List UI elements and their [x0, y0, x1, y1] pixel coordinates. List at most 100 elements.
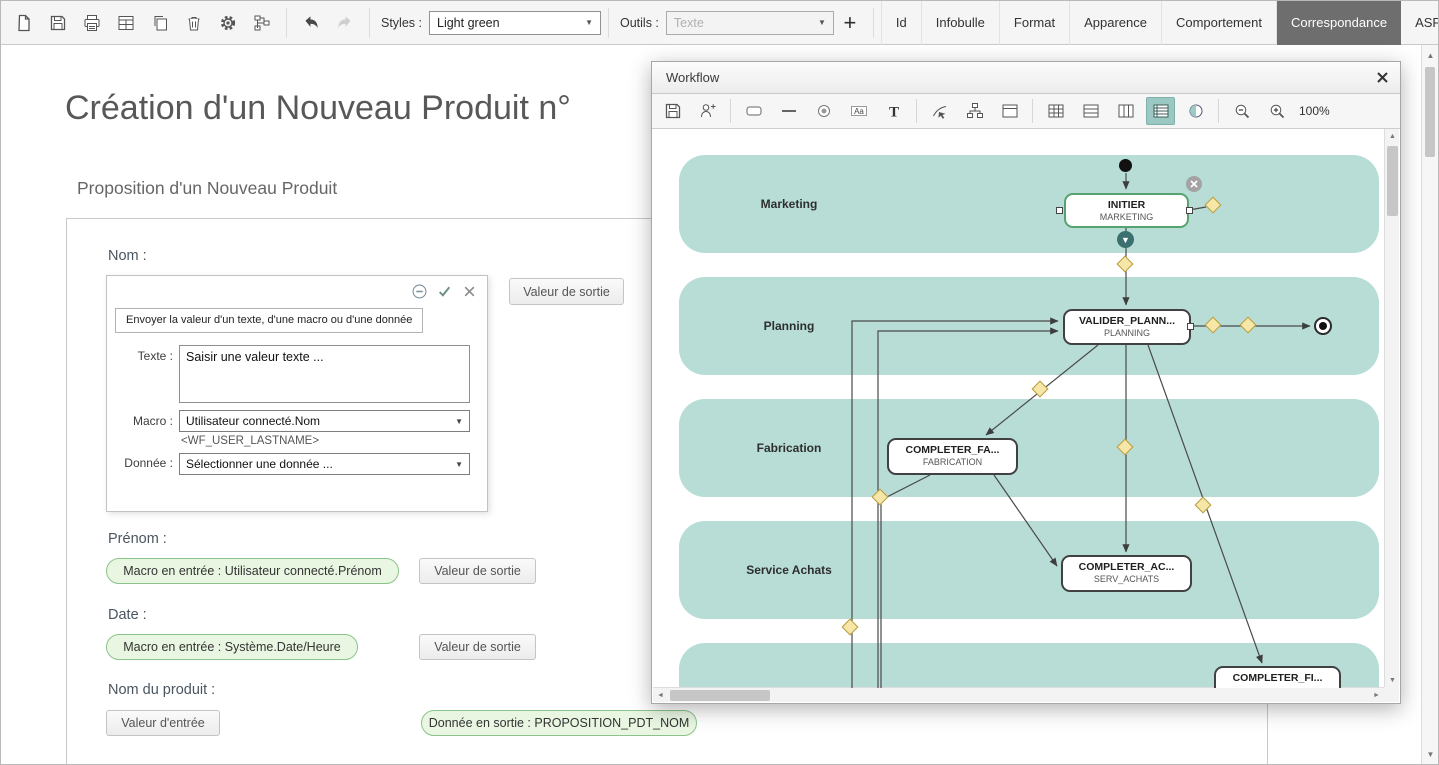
date-label: Date : [108, 607, 147, 623]
workflow-title: Workflow [666, 70, 720, 85]
redo-icon[interactable] [328, 6, 362, 40]
tab-comportement[interactable]: Comportement [1162, 1, 1277, 45]
scroll-right-icon[interactable]: ► [1373, 692, 1380, 699]
add-actor-icon[interactable] [693, 97, 722, 125]
columns-icon[interactable] [1111, 97, 1140, 125]
macro-value: Utilisateur connecté.Nom [186, 414, 321, 428]
check-icon[interactable] [437, 284, 452, 299]
end-node[interactable] [1314, 317, 1332, 335]
zoom-level: 100% [1299, 104, 1330, 118]
lane-marketing[interactable]: Marketing [679, 155, 1379, 253]
scroll-down-icon[interactable]: ▼ [1426, 749, 1435, 759]
editor-actions [412, 284, 477, 299]
nom-label: Nom : [108, 248, 147, 264]
node-title: COMPLETER_AC... [1078, 561, 1175, 573]
styles-label: Styles : [381, 15, 422, 30]
scroll-thumb[interactable] [670, 690, 770, 701]
label-icon[interactable]: Aa [844, 97, 873, 125]
layout-grid-icon[interactable] [109, 6, 143, 40]
outils-label: Outils : [620, 15, 659, 30]
trash-icon[interactable] [177, 6, 211, 40]
prenom-output-button[interactable]: Valeur de sortie [419, 558, 536, 584]
lane-service-achats[interactable]: Service Achats [679, 521, 1379, 619]
zoom-in-icon[interactable] [1262, 97, 1291, 125]
date-output-button[interactable]: Valeur de sortie [419, 634, 536, 660]
tab-correspondance[interactable]: Correspondance [1276, 1, 1402, 45]
produit-input-button[interactable]: Valeur d'entrée [106, 710, 220, 736]
toolbar-separator [369, 7, 370, 38]
cancel-badge-icon[interactable] [1186, 176, 1202, 192]
main-toolbar: Styles : Light green ▼ Outils : Texte ▼ … [1, 1, 1438, 45]
start-node[interactable] [1119, 159, 1132, 172]
donnee-select[interactable]: Sélectionner une donnée ... ▼ [179, 453, 470, 475]
texte-label: Texte : [137, 349, 173, 363]
rectangle-icon[interactable] [739, 97, 768, 125]
connection-handle[interactable] [1056, 207, 1063, 214]
radio-icon[interactable] [809, 97, 838, 125]
connection-handle[interactable] [1187, 323, 1194, 330]
svg-text:Aa: Aa [854, 107, 864, 116]
line-icon[interactable] [774, 97, 803, 125]
scroll-thumb[interactable] [1387, 146, 1398, 216]
panel-icon[interactable] [995, 97, 1024, 125]
zoom-out-icon[interactable] [1227, 97, 1256, 125]
chevron-down-icon: ▼ [455, 459, 463, 469]
lane-fabrication[interactable]: Fabrication [679, 399, 1379, 497]
tab-infobulle[interactable]: Infobulle [922, 1, 1000, 45]
editor-tab[interactable]: Envoyer la valeur d'un texte, d'une macr… [115, 308, 424, 333]
tab-format[interactable]: Format [1000, 1, 1071, 45]
produit-data-pill[interactable]: Donnée en sortie : PROPOSITION_PDT_NOM [421, 710, 697, 736]
date-macro-pill[interactable]: Macro en entrée : Système.Date/Heure [106, 634, 358, 660]
nom-output-button[interactable]: Valeur de sortie [509, 278, 624, 305]
save-icon[interactable] [658, 97, 687, 125]
new-document-icon[interactable] [7, 6, 41, 40]
tab-aspnet[interactable]: ASP.NET [1401, 1, 1438, 45]
undo-icon[interactable] [294, 6, 328, 40]
add-button[interactable]: + [843, 9, 857, 35]
list-icon[interactable] [1146, 97, 1175, 125]
page-title: Création d'un Nouveau Produit n° [65, 89, 571, 127]
tab-apparence[interactable]: Apparence [1070, 1, 1162, 45]
scrollbar-corner [1384, 687, 1399, 702]
close-icon[interactable] [1377, 72, 1388, 83]
outils-select[interactable]: Texte ▼ [665, 10, 834, 35]
page-scrollbar[interactable]: ▲ ▼ [1421, 45, 1438, 764]
scroll-left-icon[interactable]: ◄ [657, 692, 664, 699]
toolbar-separator [286, 7, 287, 38]
save-icon[interactable] [41, 6, 75, 40]
lane-label: Planning [763, 319, 815, 333]
close-icon[interactable] [462, 284, 477, 299]
node-subtitle: FABRICATION [922, 457, 983, 467]
gear-icon[interactable] [211, 6, 245, 40]
node-title: COMPLETER_FI... [1232, 672, 1323, 684]
node-completer-achats[interactable]: COMPLETER_AC... SERV_ACHATS [1061, 555, 1192, 592]
macro-select[interactable]: Utilisateur connecté.Nom ▼ [179, 410, 470, 432]
ellipse-icon[interactable] [1181, 97, 1210, 125]
node-completer-fi[interactable]: COMPLETER_FI... [1214, 666, 1341, 688]
node-valider-planning[interactable]: VALIDER_PLANN... PLANNING [1063, 309, 1191, 345]
copy-icon[interactable] [143, 6, 177, 40]
node-initier[interactable]: INITIER MARKETING [1064, 193, 1189, 228]
workflow-vscrollbar[interactable]: ▲ ▼ [1384, 129, 1399, 688]
texte-input[interactable]: Saisir une valeur texte ... [179, 345, 470, 403]
draw-transition-icon[interactable] [925, 97, 954, 125]
scroll-up-icon[interactable]: ▲ [1389, 133, 1396, 140]
workflow-titlebar[interactable]: Workflow [652, 62, 1400, 94]
node-completer-fabrication[interactable]: COMPLETER_FA... FABRICATION [887, 438, 1018, 475]
rows-icon[interactable] [1076, 97, 1105, 125]
scroll-up-icon[interactable]: ▲ [1426, 50, 1435, 60]
circle-minus-icon[interactable] [412, 284, 427, 299]
scroll-down-icon[interactable]: ▼ [1389, 677, 1396, 684]
styles-select[interactable]: Light green ▼ [429, 10, 601, 35]
hierarchy-icon[interactable] [960, 97, 989, 125]
prenom-macro-pill[interactable]: Macro en entrée : Utilisateur connecté.P… [106, 558, 399, 584]
connection-handle[interactable] [1186, 207, 1193, 214]
text-icon[interactable]: T [879, 97, 908, 125]
workflow-hscrollbar[interactable]: ◄ ► [653, 687, 1384, 702]
tab-id[interactable]: Id [880, 1, 922, 45]
hierarchy-icon[interactable] [245, 6, 279, 40]
print-icon[interactable] [75, 6, 109, 40]
table-icon[interactable] [1041, 97, 1070, 125]
scroll-thumb[interactable] [1425, 67, 1435, 157]
donnee-value: Sélectionner une donnée ... [186, 457, 333, 471]
